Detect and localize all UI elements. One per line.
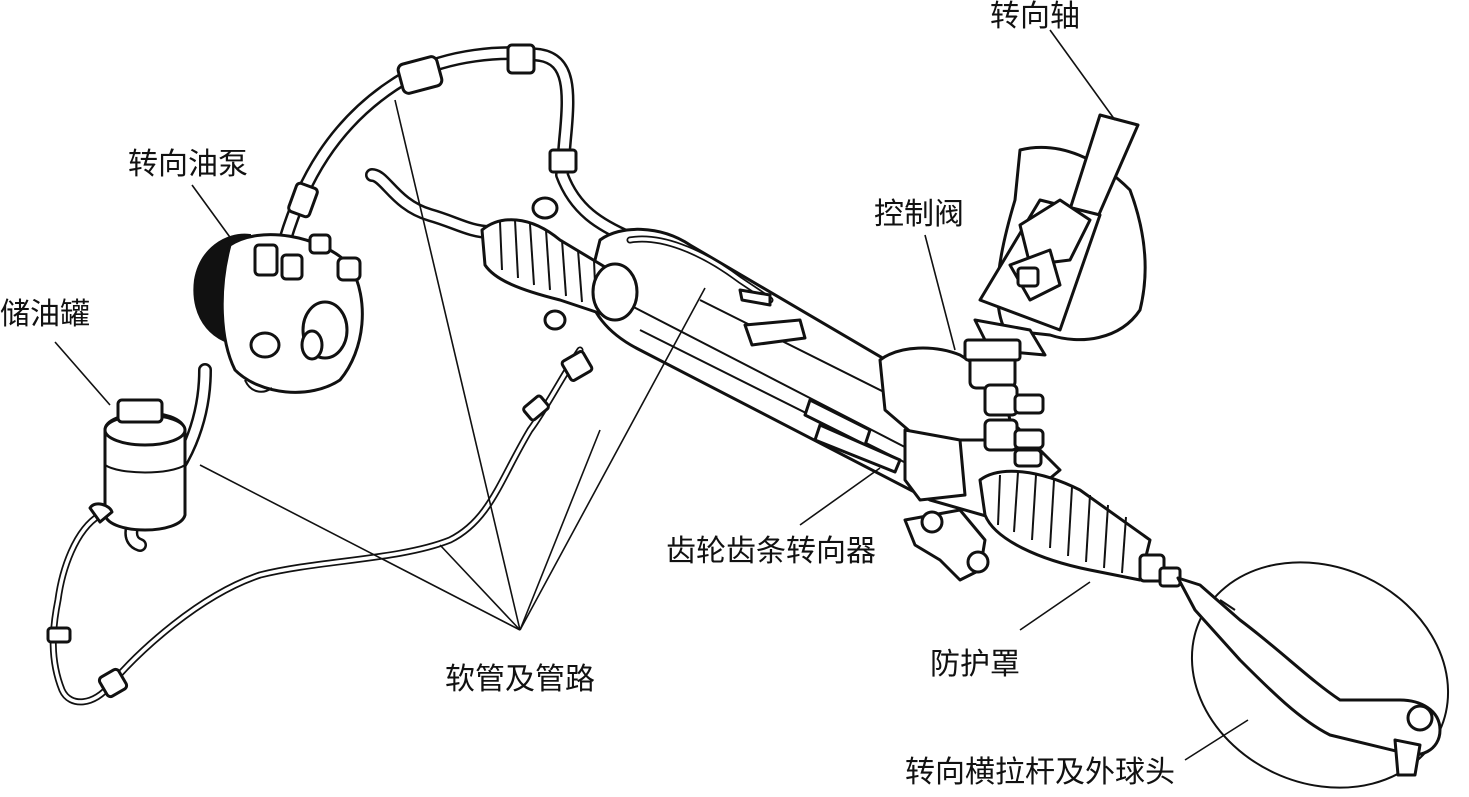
label-steering-pump: 转向油泵 [128,147,248,182]
leader-lines [54,29,1249,761]
steering-pump [193,233,364,394]
label-hoses: 软管及管路 [445,662,595,697]
steering-shaft-assembly [963,113,1147,362]
label-reservoir: 储油罐 [0,297,90,332]
left-boot [480,218,639,322]
right-boot [978,469,1182,588]
label-steering-shaft: 转向轴 [990,0,1080,34]
reservoir [88,398,187,532]
label-control-valve: 控制阀 [874,197,964,232]
valve-fittings [968,348,1045,468]
label-boot: 防护罩 [930,647,1020,682]
label-tie-rod: 转向横拉杆及外球头 [905,755,1175,790]
rack-housing [587,227,1062,582]
tie-rod-assembly [1176,561,1450,789]
label-rack-pinion: 齿轮齿条转向器 [666,534,876,569]
